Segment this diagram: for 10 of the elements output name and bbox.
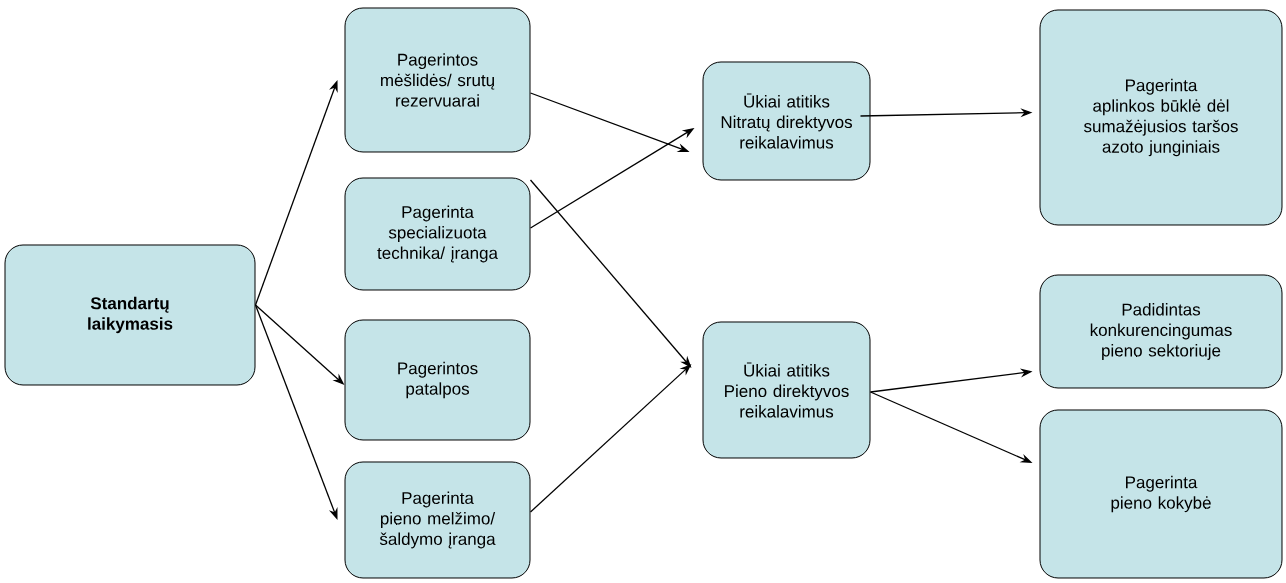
process-box: Pagerinta specializuota technika/ įranga xyxy=(344,177,531,291)
process-box: Ūkiai atitiks Nitratų direktyvos reikalavimus xyxy=(702,61,871,181)
process-box: Pagerintos patalpos xyxy=(344,319,531,441)
process-box: Ūkiai atitiks Pieno direktyvos reikalavimus xyxy=(702,321,871,459)
process-box: Pagerinta aplinkos būklė dėl sumažėjusios taršos azoto junginiais xyxy=(1039,9,1283,226)
process-box: Pagerintos mėšlidės/ srutų rezervuarai xyxy=(344,7,531,153)
process-box: Standartų laikymasis xyxy=(4,244,256,386)
process-box: Pagerinta pieno melžimo/ šaldymo įranga xyxy=(344,461,531,579)
process-box: Pagerinta pieno kokybė xyxy=(1039,409,1283,579)
process-box: Padidintas konkurencingumas pieno sektoriuje xyxy=(1039,274,1283,389)
